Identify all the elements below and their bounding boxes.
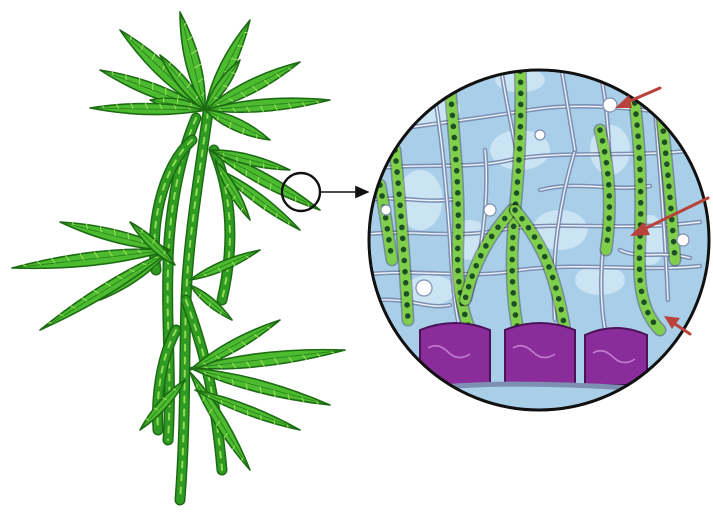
cell-pore <box>535 130 545 140</box>
cell-pore <box>677 234 689 246</box>
stained-cell <box>585 328 647 385</box>
leaf-serration <box>101 226 102 232</box>
cell-pore <box>603 98 617 112</box>
stained-cell <box>505 323 575 385</box>
cell-pore <box>416 280 432 296</box>
leaf-serration <box>246 170 247 176</box>
stained-cell <box>420 323 490 385</box>
leaf-serration <box>237 46 243 47</box>
leaf-midrib <box>205 110 270 140</box>
stem <box>186 300 222 470</box>
leaf-serration <box>221 400 222 404</box>
leaf-serration <box>242 458 243 461</box>
leaf-serration <box>197 384 198 387</box>
leaf-cell-detail <box>360 60 709 410</box>
leaf-serration <box>274 420 275 424</box>
leaf-serration <box>128 233 129 239</box>
cell-pore <box>484 204 496 216</box>
cell-pore <box>381 205 391 215</box>
leaf-serration <box>114 229 115 236</box>
moss-plant-illustration <box>12 12 345 500</box>
